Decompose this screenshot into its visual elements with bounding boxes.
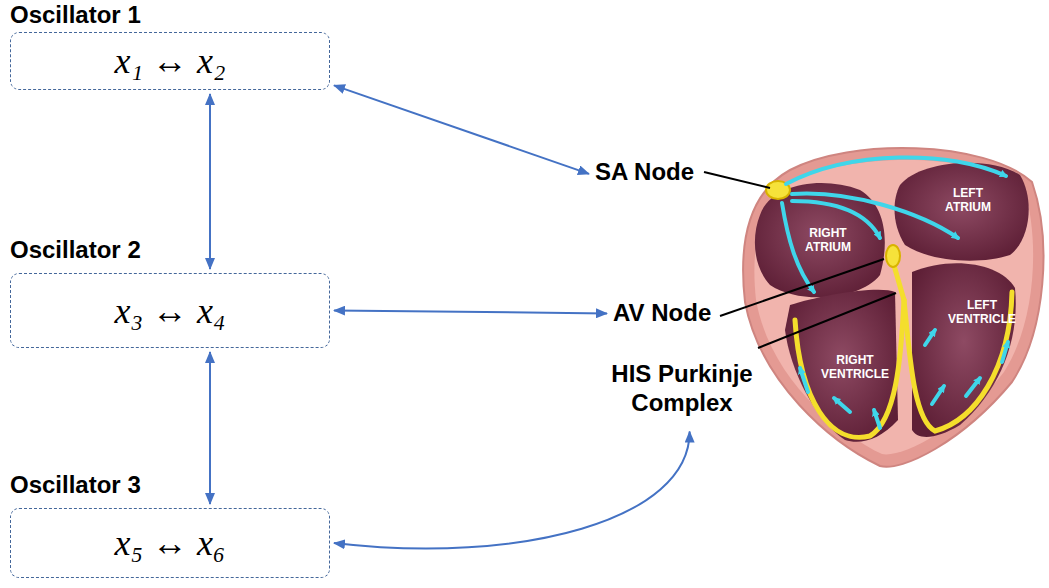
left-atrium-chamber xyxy=(895,163,1029,261)
coupling-arrow xyxy=(334,85,589,173)
node-label: HIS Purkinje Complex xyxy=(606,360,758,418)
chamber-label: RIGHT ATRIUM xyxy=(793,227,863,255)
node-label: AV Node xyxy=(613,299,711,328)
chamber-label: RIGHT VENTRICLE xyxy=(813,354,897,382)
oscillator-title: Oscillator 3 xyxy=(10,471,141,499)
heart-tissue xyxy=(754,160,1033,454)
chamber-label: LEFT ATRIUM xyxy=(933,187,1003,215)
oscillator-state: x₃ ↔ x₄ xyxy=(115,290,226,332)
av-node-symbol xyxy=(886,245,900,267)
oscillator-box: Oscillator 2x₃ ↔ x₄ xyxy=(10,273,330,348)
node-label-text: SA Node xyxy=(595,158,694,187)
node-label-text: AV Node xyxy=(613,299,711,328)
oscillator-box: Oscillator 1x₁ ↔ x₂ xyxy=(10,32,330,90)
leader-lines xyxy=(704,172,896,348)
node-label: SA Node xyxy=(595,158,694,187)
oscillator-title: Oscillator 1 xyxy=(10,1,141,29)
oscillator-box: Oscillator 3x₅ ↔ x₆ xyxy=(10,508,330,578)
left-ventricle-chamber xyxy=(912,263,1016,437)
coupling-arrow xyxy=(209,94,211,269)
coupling-arrow xyxy=(334,432,690,549)
purkinje-fibres xyxy=(795,262,1012,437)
chamber-label: LEFT VENTRICLE xyxy=(942,299,1022,327)
oscillator-state: x₅ ↔ x₆ xyxy=(115,522,226,564)
oscillator-state: x₁ ↔ x₂ xyxy=(115,40,226,82)
oscillator-title: Oscillator 2 xyxy=(10,236,141,264)
node-label-text: HIS Purkinje Complex xyxy=(606,360,758,418)
coupling-arrow xyxy=(334,311,607,314)
coupling-arrow xyxy=(209,352,211,504)
heart-outline xyxy=(743,148,1043,467)
